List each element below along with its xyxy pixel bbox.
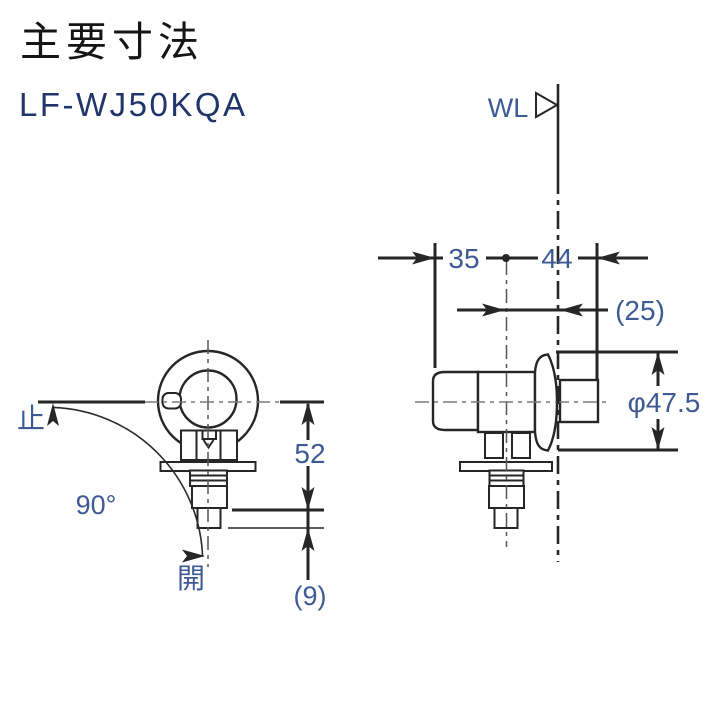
dim-9-label: (9) [294,581,327,611]
screw-right [511,432,531,459]
stop-label: 止 [17,403,45,434]
arrow-down-icon [651,427,665,450]
angle-label: 90° [76,490,117,520]
rotation-arc [53,406,204,557]
model-number: LF-WJ50KQA [19,86,248,123]
outlet-block [431,370,480,432]
page-title: 主要寸法 [20,19,204,65]
wall-line-label: WL [488,93,529,123]
handle-rotation: 止 開 90° [17,400,205,594]
arrow-right-icon [412,251,435,265]
wall-line-marker-icon [535,91,560,119]
spout-tip [196,507,222,529]
arrow-up-icon [301,528,315,551]
spout-body [191,485,228,509]
dimension-25: (25) [457,295,665,326]
dimension-flange-diameter: φ47.5 [556,350,701,452]
arrow-right-icon [182,549,205,563]
dim-52-label: 52 [294,438,325,469]
arrow-up-icon [47,403,59,426]
open-label: 開 [177,563,205,594]
dim-diameter-label: φ47.5 [628,387,701,418]
arrow-left-icon [560,303,583,317]
arrow-left-icon [597,251,620,265]
dimension-origin-dot [502,254,510,262]
dimension-52-9: 52 (9) [228,400,327,611]
dim-35-label: 35 [448,243,479,274]
wall-line: WL [488,84,560,562]
arrow-down-icon [301,487,315,510]
side-view [431,353,600,529]
bonnet-notch [202,439,215,450]
wall-connector [558,378,600,424]
screw-left [484,432,504,459]
arrow-up-icon [651,352,665,375]
handle-lever-nub [161,392,182,410]
arrow-right-icon [482,303,505,317]
dimension-35-44: 35 44 [378,243,648,381]
dim-25-label: (25) [615,295,665,326]
arrow-up-icon [301,402,315,425]
front-view [156,349,260,529]
dim-44-label: 44 [541,243,572,274]
bonnet-cap [201,429,217,440]
